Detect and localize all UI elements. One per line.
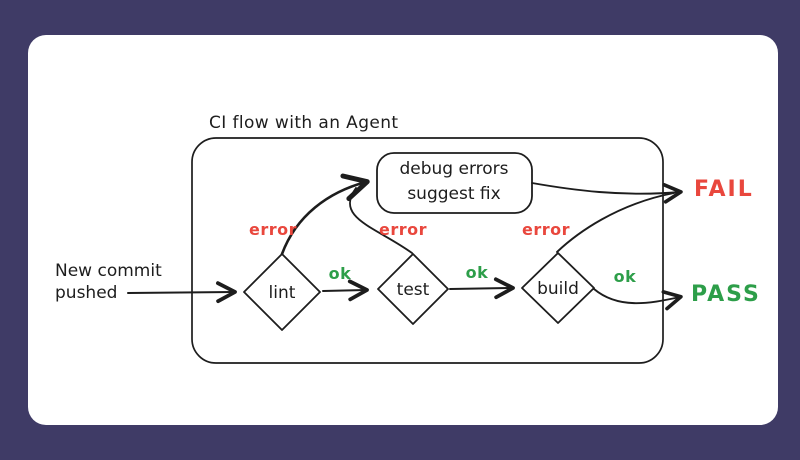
fail-outcome-label: FAIL bbox=[694, 177, 754, 202]
lint-node-label: lint bbox=[268, 283, 296, 303]
diagram-title: CI flow with an Agent bbox=[209, 113, 399, 133]
test-ok-label: ok bbox=[465, 263, 489, 282]
build-ok-label: ok bbox=[613, 267, 637, 286]
lint-ok-label: ok bbox=[328, 264, 352, 283]
build-node-label: build bbox=[537, 279, 579, 299]
test-error-label: error bbox=[378, 220, 428, 239]
test-node-label: test bbox=[396, 280, 430, 300]
lint-error-label: error bbox=[248, 220, 298, 239]
start-label: New commit pushed bbox=[55, 261, 162, 303]
agent-box-label: debug errors suggest fix bbox=[399, 159, 509, 204]
pass-outcome-label: PASS bbox=[691, 282, 761, 307]
build-error-label: error bbox=[521, 220, 571, 239]
